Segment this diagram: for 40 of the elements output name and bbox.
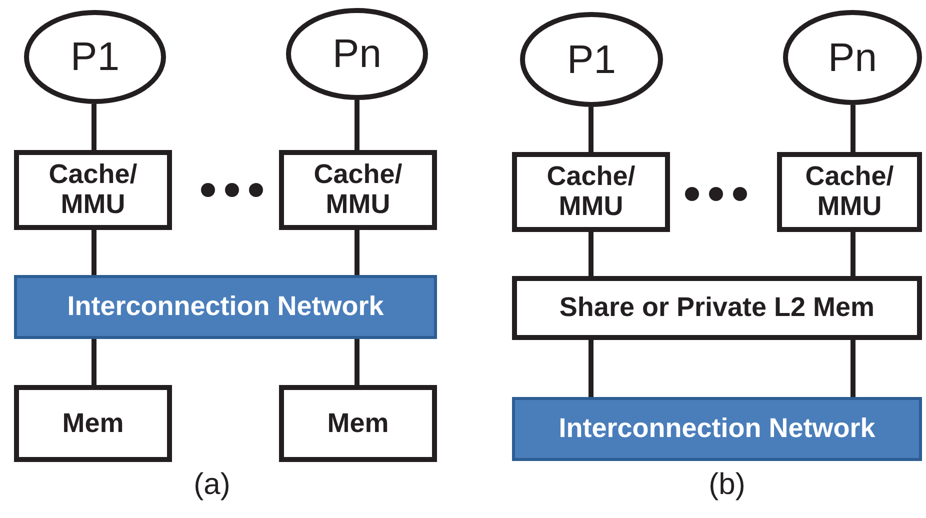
node-label: P1 (567, 38, 616, 82)
component-box (279, 385, 437, 462)
connector-line (354, 100, 360, 150)
node-label: P1 (70, 35, 120, 79)
node-label: Mem (327, 408, 389, 438)
node-label: Interconnection Network (67, 292, 384, 322)
node-label: Pn (332, 32, 382, 76)
node-label: Share or Private L2 Mem (559, 293, 875, 323)
connector-line (588, 107, 594, 152)
processor-ellipse (520, 12, 663, 107)
processor-ellipse (24, 10, 166, 104)
connector-line (92, 230, 96, 275)
node-label: Cache/ MMU (546, 162, 636, 222)
connector-line (850, 232, 856, 276)
component-box (777, 152, 922, 232)
node-label: Pn (828, 36, 877, 80)
node-label: Cache/ MMU (48, 160, 138, 220)
network-bar (14, 275, 437, 339)
connector-line (92, 339, 96, 385)
node-label: Cache/ MMU (805, 162, 894, 222)
processor-ellipse (286, 8, 428, 100)
component-box (14, 150, 172, 230)
network-bar (512, 397, 922, 461)
panel-label: (b) (708, 468, 746, 502)
component-box (512, 276, 922, 340)
node-label: Interconnection Network (558, 414, 876, 444)
panel-label: (a) (194, 468, 230, 502)
component-box (14, 385, 172, 462)
connector-line (354, 230, 360, 275)
connector-line (92, 104, 96, 150)
component-box (512, 152, 670, 232)
processor-ellipse (783, 10, 922, 105)
connector-line (850, 105, 856, 152)
connector-line (850, 340, 856, 397)
node-label: Mem (62, 408, 124, 438)
connector-line (588, 232, 594, 276)
connector-line (588, 340, 594, 397)
node-label: Cache/ MMU (314, 160, 402, 220)
component-box (279, 150, 437, 230)
connector-line (354, 339, 360, 385)
